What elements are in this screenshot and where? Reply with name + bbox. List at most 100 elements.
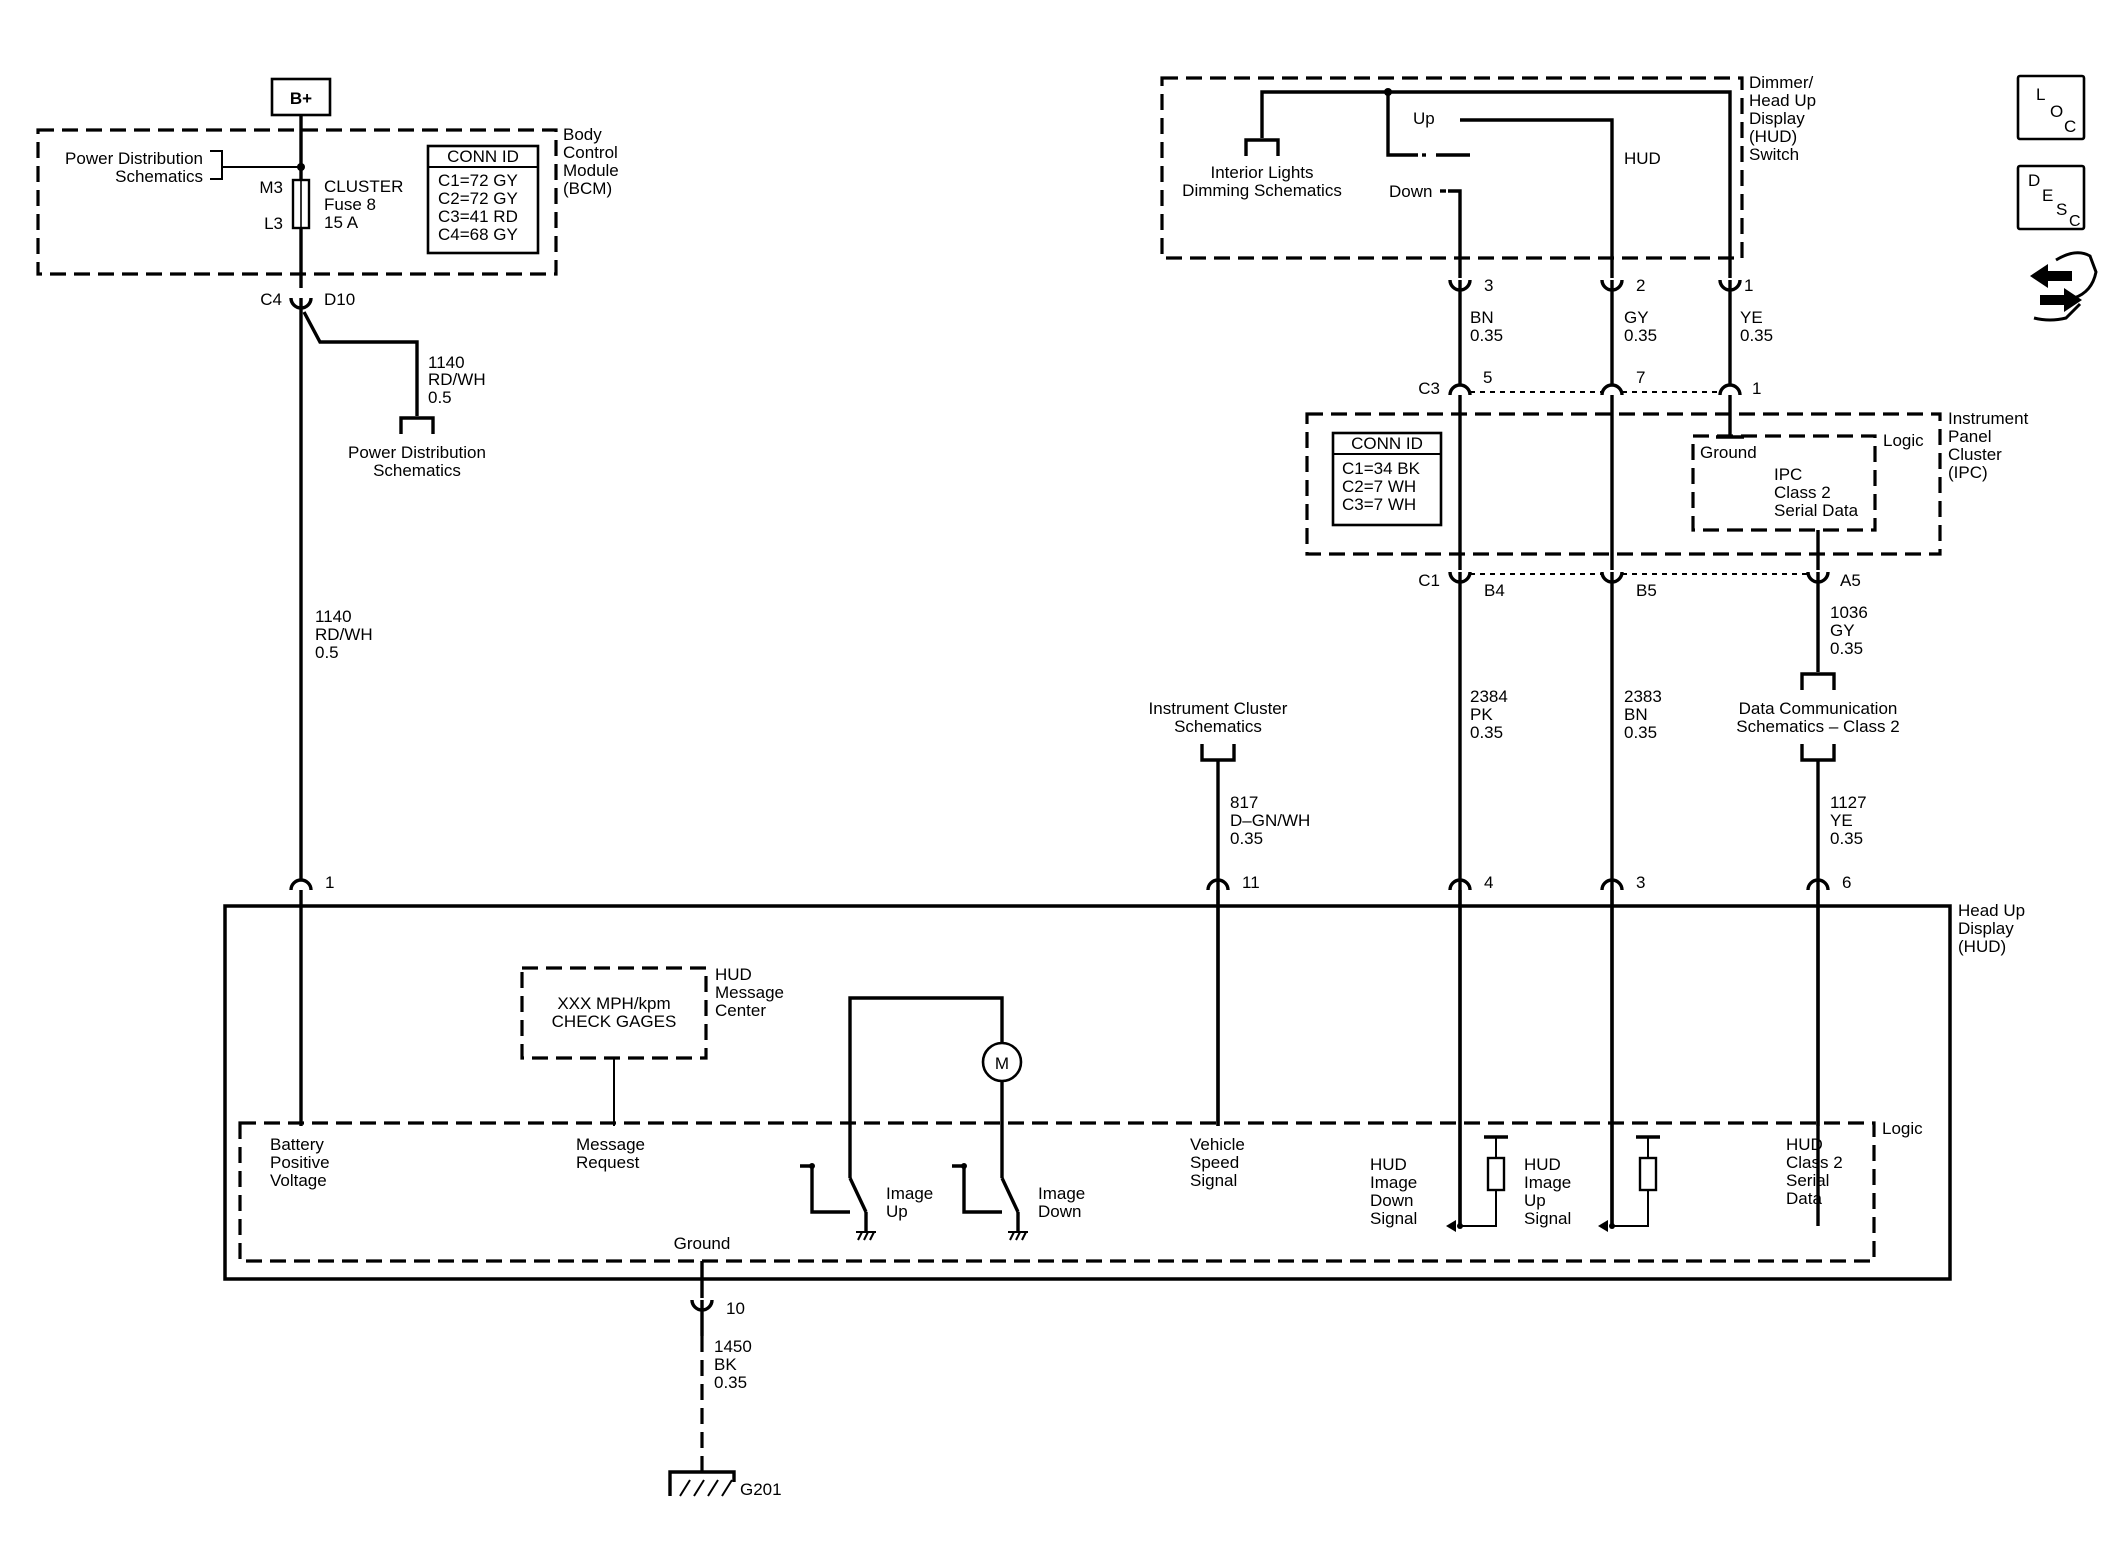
hud-name-3: (HUD) xyxy=(1958,937,2006,956)
loc-icon[interactable]: L O C xyxy=(2016,74,2086,141)
ground-wire-2: BK xyxy=(714,1355,737,1374)
vss-3: Signal xyxy=(1190,1171,1237,1190)
vss-1: Vehicle xyxy=(1190,1135,1245,1154)
bcm-name-3: Module xyxy=(563,161,619,180)
hud-down-4: Signal xyxy=(1370,1209,1417,1228)
msg-req-1: Message xyxy=(576,1135,645,1154)
ipc-c3-pin-5 xyxy=(1448,383,1472,396)
fuse-number: Fuse 8 xyxy=(324,195,376,214)
msg-center-1: HUD xyxy=(715,965,752,984)
splice-wire-1: 1140 xyxy=(428,353,465,372)
ipc-top-pin-7: 7 xyxy=(1636,368,1645,387)
dimmer-wire-bn-1: BN xyxy=(1470,308,1494,327)
image-down-2: Down xyxy=(1038,1202,1081,1221)
ground-wire-3: 0.35 xyxy=(714,1373,747,1392)
image-up-1: Image xyxy=(886,1184,933,1203)
interior-lights-2: Dimming Schematics xyxy=(1182,181,1342,200)
data-comm-upper-terminal xyxy=(1800,672,1836,690)
dimmer-wire-gy-2: 0.35 xyxy=(1624,326,1657,345)
bcm-wire-2: RD/WH xyxy=(315,625,373,644)
bcm-out-pin: D10 xyxy=(324,290,355,309)
image-down-switch-icon xyxy=(952,1163,1028,1241)
wire-1127-2: YE xyxy=(1830,811,1853,830)
dimmer-switch-outline xyxy=(1160,76,1744,260)
dimmer-name-5: Switch xyxy=(1749,145,1799,164)
ipc-conn-id-box xyxy=(1331,431,1443,527)
wire-2384-1: 2384 xyxy=(1470,687,1508,706)
wire-1127-3: 0.35 xyxy=(1830,829,1863,848)
dimmer-name-1: Dimmer/ xyxy=(1749,73,1813,92)
hud-pin-4: 4 xyxy=(1484,873,1493,892)
wire-817-1: 817 xyxy=(1230,793,1258,812)
hud-pin-6-connector xyxy=(1806,878,1830,891)
splice-wire-3: 0.5 xyxy=(428,388,452,407)
ipc-serial-1: IPC xyxy=(1774,465,1802,484)
ipc-name-1: Instrument xyxy=(1948,409,2029,428)
hud-ground-label: Ground xyxy=(674,1234,731,1253)
hud-serial-3: Serial xyxy=(1786,1171,1829,1190)
ipc-ground-label: Ground xyxy=(1700,443,1757,462)
desc-icon[interactable]: D E S C xyxy=(2016,164,2086,231)
inst-cluster-2: Schematics xyxy=(1174,717,1262,736)
data-comm-lower-terminal xyxy=(1800,744,1836,762)
splice-dest-1: Power Distribution xyxy=(348,443,486,462)
hud-message-2: CHECK GAGES xyxy=(552,1012,677,1031)
ipc-logic-label: Logic xyxy=(1883,431,1924,450)
hud-up-2: Image xyxy=(1524,1173,1571,1192)
hud-down-2: Image xyxy=(1370,1173,1417,1192)
pointing-hand-arrows-icon[interactable] xyxy=(2030,251,2098,322)
vss-2: Speed xyxy=(1190,1153,1239,1172)
loc-letter-l: L xyxy=(2036,85,2045,104)
hud-image-down-pullup-icon xyxy=(1446,1135,1508,1232)
bcm-out-conn: C4 xyxy=(260,290,282,309)
fuse-rating: 15 A xyxy=(324,213,359,232)
battery-1: Battery xyxy=(270,1135,324,1154)
ipc-bottom-pin-a5: A5 xyxy=(1840,571,1861,590)
hud-message-1: XXX MPH/kpm xyxy=(557,994,670,1013)
desc-letter-s: S xyxy=(2056,200,2067,219)
bcm-conn-c3: C3=41 RD xyxy=(438,207,518,226)
wire-1036-3: 0.35 xyxy=(1830,639,1863,658)
interior-lights-1: Interior Lights xyxy=(1211,163,1314,182)
wire-817-3: 0.35 xyxy=(1230,829,1263,848)
hud-pin-3-connector xyxy=(1600,878,1624,891)
ipc-hud-wires: 2384 PK 0.35 2383 BN 0.35 1036 GY 0.35 D… xyxy=(1149,572,1900,1226)
ipc-bottom-conn: C1 xyxy=(1418,571,1440,590)
bcm-conn-id-box xyxy=(426,144,540,255)
fuse-name: CLUSTER xyxy=(324,177,403,196)
battery-2: Positive xyxy=(270,1153,330,1172)
ipc-bottom-pin-b5: B5 xyxy=(1636,581,1657,600)
hud-serial-1: HUD xyxy=(1786,1135,1823,1154)
inst-cluster-1: Instrument Cluster xyxy=(1149,699,1288,718)
wire-2383-1: 2383 xyxy=(1624,687,1662,706)
dimmer-pin-2: 2 xyxy=(1636,276,1645,295)
msg-center-2: Message xyxy=(715,983,784,1002)
image-up-2: Up xyxy=(886,1202,908,1221)
wire-2384-2: PK xyxy=(1470,705,1493,724)
hud-ground-pin: 10 xyxy=(726,1299,745,1318)
loc-letter-o: O xyxy=(2050,102,2063,121)
hud-pin-6: 6 xyxy=(1842,873,1851,892)
splice-dest-2: Schematics xyxy=(373,461,461,480)
wire-817-2: D–GN/WH xyxy=(1230,811,1310,830)
motor-wiring xyxy=(848,996,1004,1178)
ipc-serial-2: Class 2 xyxy=(1774,483,1831,502)
dimmer-down-contact xyxy=(1448,189,1462,278)
hud-pin-11: 11 xyxy=(1242,873,1260,892)
ipc-conn-c2: C2=7 WH xyxy=(1342,477,1416,496)
wire-2384-3: 0.35 xyxy=(1470,723,1503,742)
hud-logic-label: Logic xyxy=(1882,1119,1923,1138)
hud-down-1: HUD xyxy=(1370,1155,1407,1174)
bcm-conn-c1: C1=72 GY xyxy=(438,171,518,190)
ipc-conn-id-title: CONN ID xyxy=(1351,434,1423,453)
msg-center-3: Center xyxy=(715,1001,766,1020)
bcm-power-dist-2: Schematics xyxy=(115,167,203,186)
msg-req-2: Request xyxy=(576,1153,640,1172)
hud-pin-1-connector xyxy=(289,878,313,891)
motor-label: M xyxy=(995,1054,1009,1073)
bcm-module-outline xyxy=(36,128,558,276)
ipc-name-3: Cluster xyxy=(1948,445,2002,464)
dimmer-switch-section: Dimmer/ Head Up Display (HUD) Switch Int… xyxy=(1160,73,1816,384)
wire-2383-2: BN xyxy=(1624,705,1648,724)
